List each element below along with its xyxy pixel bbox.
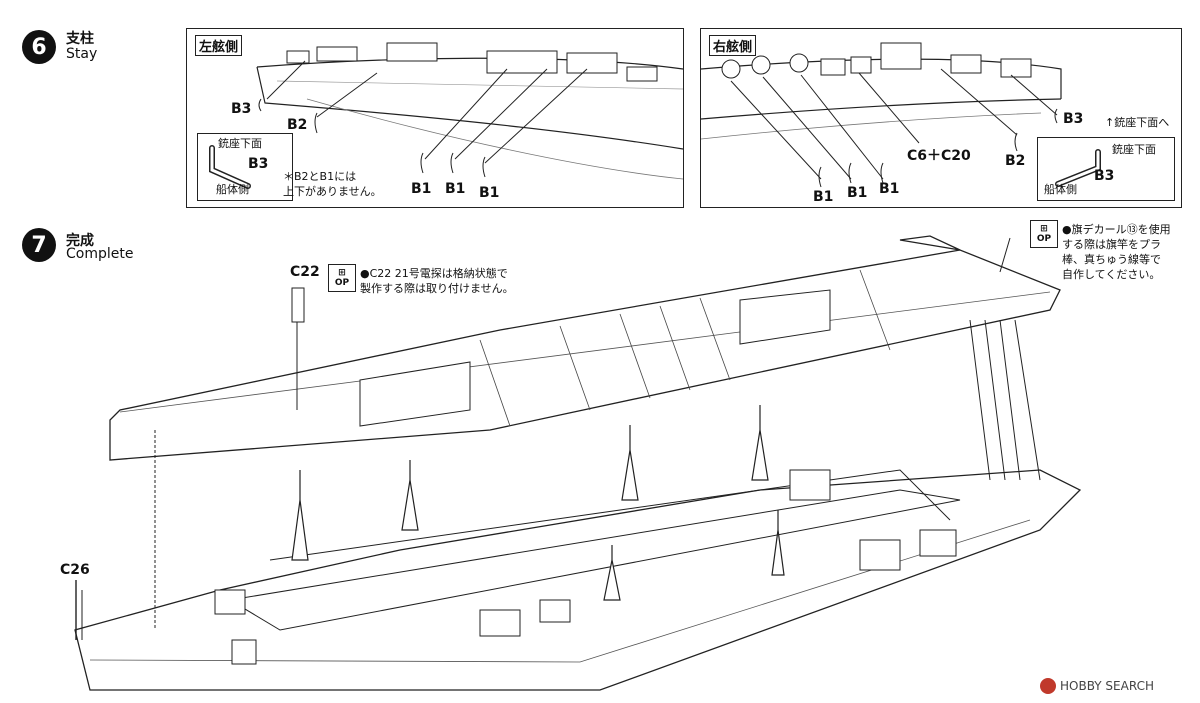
- flag-note-line2: する際は旗竿をプラ: [1062, 238, 1161, 251]
- c22-note-line1: ●C22 21号電探は格納状態で: [360, 267, 508, 280]
- watermark: HOBBY SEARCH: [1040, 678, 1154, 694]
- flag-note-line1: ●旗デカール⑬を使用: [1062, 223, 1171, 236]
- port-label-b2: B2: [287, 117, 308, 133]
- op-icon-flag: ⊞: [1040, 224, 1048, 234]
- starboard-b3-inset: 銃座下面 B3 船体側: [1037, 137, 1175, 201]
- step-6-title-en: Stay: [66, 46, 98, 62]
- port-note-line1: ＊B2とB1には: [283, 170, 357, 183]
- starboard-gun-note: ↑銃座下面へ: [1105, 116, 1170, 129]
- starboard-inset-bottom-label: 船体側: [1044, 183, 1077, 196]
- step-6-number: 6: [22, 30, 56, 64]
- port-label-b3: B3: [231, 101, 252, 117]
- port-note: ＊B2とB1には 上下がありません。: [283, 169, 382, 199]
- starboard-label-b1-3: B1: [879, 181, 900, 197]
- starboard-inset-part: B3: [1094, 168, 1115, 184]
- starboard-ship-drawing: [701, 42, 1062, 188]
- c26-label: C26: [60, 562, 90, 578]
- b3-part-icon: [209, 145, 251, 189]
- port-b3-inset: 銃座下面 B3 船体側: [197, 133, 293, 201]
- flag-op-text: OP: [1036, 234, 1052, 244]
- port-inset-part: B3: [248, 156, 269, 172]
- watermark-text: HOBBY SEARCH: [1060, 679, 1154, 693]
- starboard-side-panel: 右舷側 B1 B1 B1 C6＋C20 B2 B3 ↑銃座下面へ 銃座下面 B3…: [700, 28, 1182, 208]
- port-label-b1-2: B1: [445, 181, 466, 197]
- port-ship-drawing: [256, 42, 683, 180]
- port-inset-top-label: 銃座下面: [218, 137, 262, 150]
- port-label-b1-1: B1: [411, 181, 432, 197]
- starboard-label-c6-c20: C6＋C20: [907, 148, 971, 164]
- port-inset-bottom-label: 船体側: [216, 183, 249, 196]
- port-side-tag: 左舷側: [195, 35, 243, 56]
- port-side-panel: 左舷側 B3 B2 B1 B1 B1 銃座下面 B3 船体側 ＊B2とB1には …: [186, 28, 684, 208]
- step-6-title-ja: 支柱: [66, 31, 94, 47]
- port-label-b1-3: B1: [479, 185, 500, 201]
- op-icon: ⊞: [338, 268, 346, 278]
- starboard-side-tag: 右舷側: [709, 35, 757, 56]
- starboard-label-b1-2: B1: [847, 185, 868, 201]
- flag-note: ●旗デカール⑬を使用 する際は旗竿をプラ 棒、真ちゅう線等で 自作してください。: [1062, 222, 1171, 282]
- c22-note: ●C22 21号電探は格納状態で 製作する際は取り付けません。: [360, 266, 514, 296]
- step-7-title-en: Complete: [66, 246, 134, 262]
- step-7-title-ja: 完成: [66, 233, 94, 249]
- port-note-line2: 上下がありません。: [283, 185, 382, 198]
- c22-op-text: OP: [334, 278, 350, 288]
- c22-note-line2: 製作する際は取り付けません。: [360, 282, 514, 295]
- step-7-number: 7: [22, 228, 56, 262]
- flag-op-box: ⊞ OP: [1030, 220, 1058, 248]
- c22-label: C22: [290, 264, 320, 280]
- c22-op-box: ⊞ OP: [328, 264, 356, 292]
- starboard-label-b1-1: B1: [813, 189, 834, 205]
- starboard-inset-top-label: 銃座下面: [1112, 143, 1156, 156]
- starboard-label-b3: B3: [1063, 111, 1084, 127]
- flag-note-line4: 自作してください。: [1062, 268, 1161, 281]
- starboard-label-b2: B2: [1005, 153, 1026, 169]
- flag-note-line3: 棒、真ちゅう線等で: [1062, 253, 1161, 266]
- hobby-search-logo-icon: [1040, 678, 1056, 694]
- b3-part-icon-starboard: [1055, 149, 1101, 187]
